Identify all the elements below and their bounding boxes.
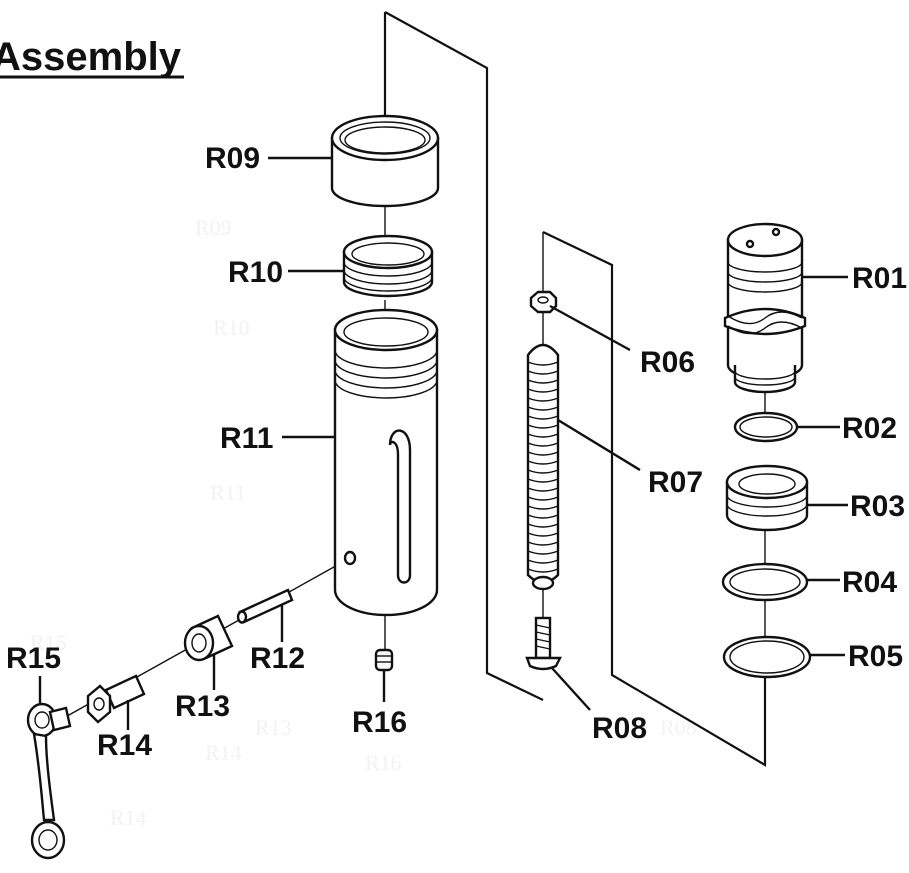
- ghost-label: R09: [195, 215, 232, 240]
- callout-r12: R12: [250, 642, 305, 675]
- callout-labels: R09 R10 R11 R12 R13 R14 R15 R16 R06 R07 …: [6, 142, 907, 762]
- callout-r16: R16: [352, 706, 407, 739]
- callout-r02: R02: [842, 412, 897, 445]
- callout-r03: R03: [850, 490, 905, 523]
- callout-r01: R01: [852, 262, 907, 295]
- ghost-label: R10: [213, 315, 250, 340]
- part-r06-hex-nut: [529, 290, 558, 314]
- part-r11-cylinder-body: [333, 308, 439, 617]
- part-r09-knurled-cap: [330, 114, 440, 208]
- part-r03-threaded-adapter: [725, 464, 809, 532]
- page-title: Assembly: [0, 35, 182, 79]
- part-r04-gasket: [721, 562, 809, 602]
- part-r12-pin: [236, 588, 294, 624]
- part-r16-set-screw: [374, 648, 394, 672]
- part-r08-screw: [525, 616, 562, 671]
- part-r07-spring: [526, 343, 560, 591]
- ghost-label: R13: [255, 715, 292, 740]
- ghost-labels: R09 R10 R11 R15 R13 R14 R16 R14 R08: [30, 215, 697, 830]
- callout-r07: R07: [648, 466, 703, 499]
- callout-r09: R09: [205, 142, 260, 175]
- part-r13-knurled-nut: [183, 614, 234, 662]
- callout-r14: R14: [97, 729, 152, 762]
- callout-r11: R11: [220, 422, 273, 455]
- part-r05-o-ring: [722, 635, 812, 679]
- callout-r13: R13: [175, 690, 230, 723]
- ghost-label: R15: [30, 630, 67, 655]
- part-r02-o-ring: [733, 411, 799, 443]
- callout-r04: R04: [842, 566, 897, 599]
- callout-r06: R06: [640, 346, 695, 379]
- ghost-label: R08: [660, 715, 697, 740]
- ghost-label: R14: [205, 740, 242, 765]
- leader-lines: [38, 156, 848, 730]
- part-r15-dust-cap-strap: [26, 702, 72, 860]
- part-r14-fitting: [86, 674, 146, 724]
- part-r10-threaded-ring: [342, 234, 434, 298]
- callout-r05: R05: [848, 640, 903, 673]
- callout-r15: R15: [6, 642, 61, 675]
- part-r01-inlet-body: [723, 222, 807, 394]
- ghost-label: R11: [210, 480, 246, 505]
- callout-r08: R08: [592, 712, 647, 745]
- ghost-label: R14: [110, 805, 147, 830]
- ghost-label: R16: [365, 750, 402, 775]
- callout-r10: R10: [228, 256, 283, 289]
